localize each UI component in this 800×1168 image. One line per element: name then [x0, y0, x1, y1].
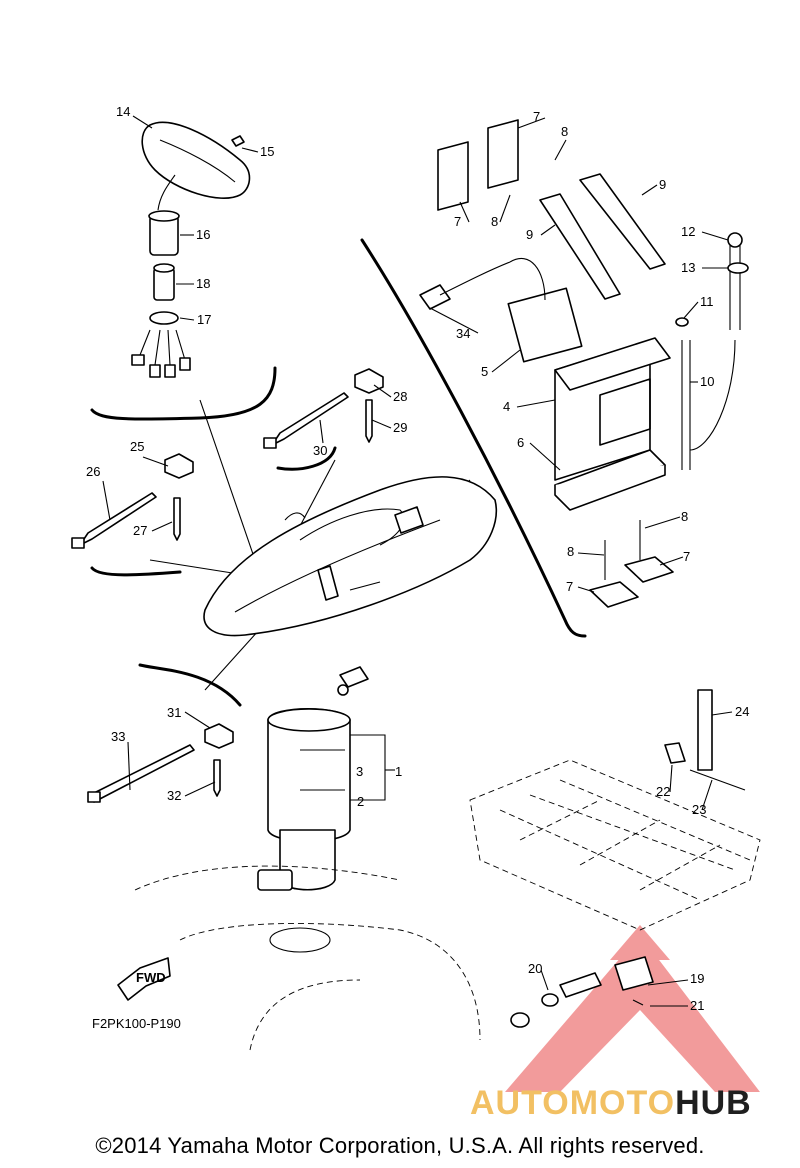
copyright-notice: ©2014 Yamaha Motor Corporation, U.S.A. A…	[95, 1133, 705, 1158]
band-parts	[87, 723, 234, 803]
battery-group	[419, 119, 749, 511]
callout-13: 13	[681, 260, 695, 275]
callout-17: 17	[197, 312, 211, 327]
callout-28: 28	[393, 389, 407, 404]
callout-12: 12	[681, 224, 695, 239]
callout-8d: 8	[567, 544, 574, 559]
fwd-label: FWD	[136, 970, 166, 985]
callout-24: 24	[735, 704, 749, 719]
callout-7c: 7	[683, 549, 690, 564]
callout-21: 21	[690, 998, 704, 1013]
callout-30: 30	[313, 443, 327, 458]
callout-4: 4	[503, 399, 510, 414]
callout-11: 11	[700, 294, 714, 309]
callout-18: 18	[196, 276, 210, 291]
lower-hull-outline	[134, 865, 481, 1051]
fuel-pump-group	[257, 666, 395, 891]
watermark-text-part1: AUTOMOTO	[470, 1084, 676, 1122]
callout-15: 15	[260, 144, 274, 159]
callout-25: 25	[130, 439, 144, 454]
callout-33: 33	[111, 729, 125, 744]
fwd-arrow: FWD	[117, 957, 171, 1001]
callout-27: 27	[133, 523, 147, 538]
callout-16: 16	[196, 227, 210, 242]
clip-parts	[71, 368, 384, 549]
callout-31: 31	[167, 705, 181, 720]
callout-5: 5	[481, 364, 488, 379]
callout-9b: 9	[526, 227, 533, 242]
callout-7b: 7	[454, 214, 461, 229]
callout-14: 14	[116, 104, 130, 119]
callout-10: 10	[700, 374, 714, 389]
fuel-sender-group	[131, 121, 251, 378]
callout-8b: 8	[491, 214, 498, 229]
watermark-logo	[505, 925, 760, 1092]
callout-20: 20	[528, 961, 542, 976]
battery-mounts	[589, 520, 674, 608]
callout-6: 6	[517, 435, 524, 450]
callout-7d: 7	[566, 579, 573, 594]
watercraft-hull	[203, 476, 497, 637]
callout-22: 22	[656, 784, 670, 799]
callout-26: 26	[86, 464, 100, 479]
callout-2: 2	[357, 794, 364, 809]
callout-8c: 8	[681, 509, 688, 524]
callout-labels: 1 2 3 4 5 6 7 7 7 7 8 8 8 8 9 9 10 11 12…	[86, 104, 749, 1013]
callout-3: 3	[356, 764, 363, 779]
frame-outline	[469, 759, 761, 931]
watermark-text: AUTOMOTOHUB	[470, 1084, 752, 1123]
callout-leaders	[102, 115, 733, 1007]
diagram-reference-code: F2PK100-P190	[92, 1016, 181, 1031]
callout-9a: 9	[659, 177, 666, 192]
watermark-text-part2: HUB	[675, 1084, 752, 1122]
callout-32: 32	[167, 788, 181, 803]
callout-19: 19	[690, 971, 704, 986]
callout-1: 1	[395, 764, 402, 779]
callout-29: 29	[393, 420, 407, 435]
sensor-parts	[510, 689, 746, 1028]
callout-8a: 8	[561, 124, 568, 139]
callout-7a: 7	[533, 109, 540, 124]
callout-34: 34	[456, 326, 470, 341]
